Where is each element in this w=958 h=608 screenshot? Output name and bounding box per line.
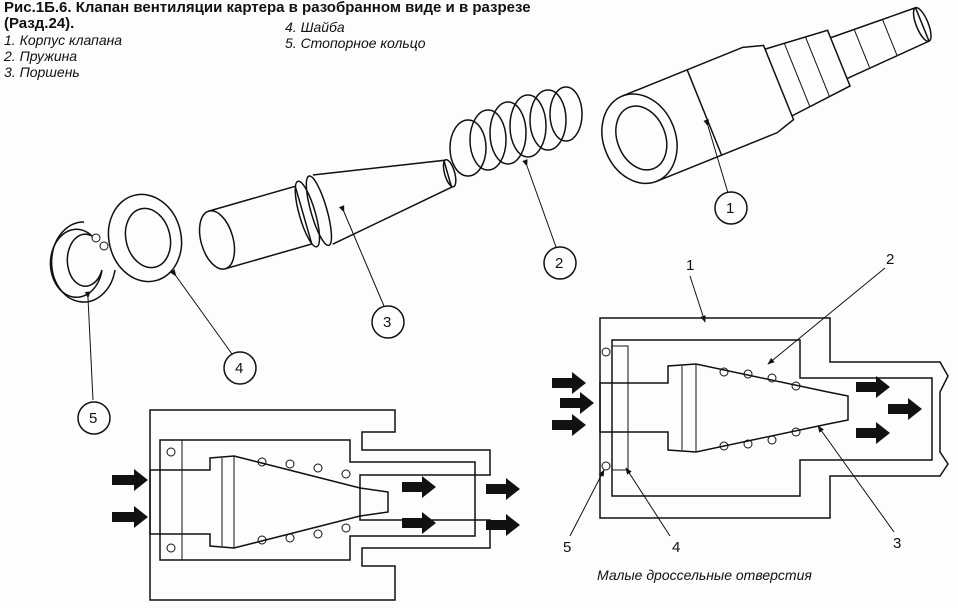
figure-title: Рис.1Б.6. Клапан вентиляции картера в ра… xyxy=(4,0,531,16)
callout-1-exploded: 1 xyxy=(726,200,734,217)
section-left xyxy=(112,409,520,601)
parts-legend-right: 4. Шайба 5. Стопорное кольцо xyxy=(285,20,426,52)
figure-subtitle: (Разд.24). xyxy=(4,15,75,32)
spring-part xyxy=(449,86,583,177)
legend-item-piston: 3. Поршень xyxy=(4,64,80,80)
legend-item-spring: 2. Пружина xyxy=(4,48,78,64)
exploded-callouts: 1 2 3 4 5 xyxy=(77,119,748,435)
callout-3-section: 3 xyxy=(893,535,901,552)
callout-4-exploded: 4 xyxy=(235,360,243,377)
callout-5-exploded: 5 xyxy=(89,410,97,427)
legend-item-body: 1. Корпус клапана xyxy=(4,32,123,48)
snap-ring-part xyxy=(49,221,116,303)
callout-3-exploded: 3 xyxy=(383,314,391,331)
legend-item-washer: 4. Шайба xyxy=(285,19,345,35)
section-right: 1 2 3 4 5 xyxy=(552,251,949,556)
washer-part xyxy=(107,193,183,283)
callout-4-section: 4 xyxy=(672,539,680,556)
parts-legend-left: 1. Корпус клапана 2. Пружина 3. Поршень xyxy=(4,33,122,81)
callout-1-section: 1 xyxy=(686,257,694,274)
piston-part xyxy=(198,158,457,270)
callout-2-section: 2 xyxy=(886,251,894,268)
legend-item-snap-ring: 5. Стопорное кольцо xyxy=(285,35,426,51)
callout-2-exploded: 2 xyxy=(555,255,563,272)
valve-body-part xyxy=(601,6,932,185)
orifices-note: Малые дроссельные отверстия xyxy=(597,567,812,583)
callout-5-section: 5 xyxy=(563,539,571,556)
